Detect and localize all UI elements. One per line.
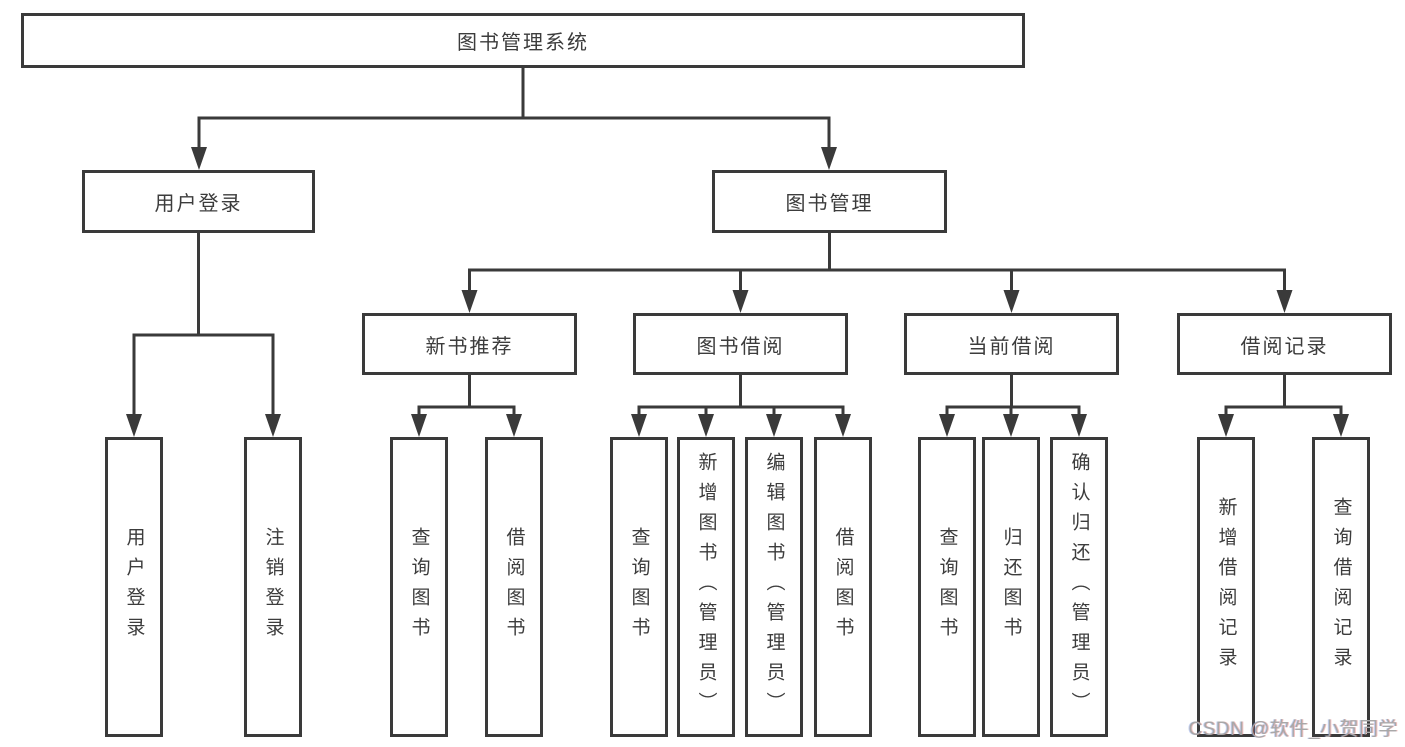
node-book-management: 图书管理 xyxy=(712,170,947,233)
leaf-confirm-return-admin: 确认归还（管理员） xyxy=(1050,437,1108,737)
node-label: 图书借阅 xyxy=(696,335,785,358)
leaf-logout-login: 注销登录 xyxy=(244,437,302,737)
leaf-query-borrow-record: 查询借阅记录 xyxy=(1312,437,1370,737)
leaf-query-books-recommend: 查询图书 xyxy=(390,437,448,737)
node-new-book-recommendation: 新书推荐 xyxy=(362,313,577,375)
node-label: 查询图书 xyxy=(628,527,650,647)
leaf-query-books-borrowing: 查询图书 xyxy=(610,437,668,737)
node-label: 用户登录 xyxy=(123,527,145,647)
node-label: 查询图书 xyxy=(408,527,430,647)
tree-connector-path xyxy=(132,68,1343,418)
leaf-query-books-current: 查询图书 xyxy=(918,437,976,737)
leaf-add-books-admin: 新增图书（管理员） xyxy=(677,437,735,737)
node-label: 用户登录 xyxy=(154,193,243,215)
node-label: 借阅图书 xyxy=(832,527,854,647)
node-label: 图书管理系统 xyxy=(457,32,589,54)
leaf-edit-books-admin: 编辑图书（管理员） xyxy=(745,437,803,737)
node-label: 当前借阅 xyxy=(967,335,1056,358)
node-label: 新增图书（管理员） xyxy=(695,452,717,722)
leaf-borrow-books-borrowing: 借阅图书 xyxy=(814,437,872,737)
arrowheads xyxy=(126,147,1349,437)
node-current-borrowing: 当前借阅 xyxy=(904,313,1119,375)
node-borrowing-records: 借阅记录 xyxy=(1177,313,1392,375)
node-label: 查询图书 xyxy=(936,527,958,647)
node-label: 注销登录 xyxy=(262,527,284,647)
node-label: 新增借阅记录 xyxy=(1215,497,1237,677)
node-label: 编辑图书（管理员） xyxy=(763,452,785,722)
leaf-user-login: 用户登录 xyxy=(105,437,163,737)
node-label: 借阅图书 xyxy=(503,527,525,647)
leaf-add-borrow-record: 新增借阅记录 xyxy=(1197,437,1255,737)
node-library-management-system: 图书管理系统 xyxy=(21,13,1025,68)
node-label: 新书推荐 xyxy=(425,335,514,358)
csdn-watermark: CSDN @软件_小贺同学 xyxy=(1188,719,1398,740)
node-label: 借阅记录 xyxy=(1240,335,1329,358)
node-book-borrowing: 图书借阅 xyxy=(633,313,848,375)
node-label: 确认归还（管理员） xyxy=(1068,452,1090,722)
leaf-borrow-books-recommend: 借阅图书 xyxy=(485,437,543,737)
leaf-return-books: 归还图书 xyxy=(982,437,1040,737)
node-label: 图书管理 xyxy=(785,193,874,215)
node-label: 归还图书 xyxy=(1000,527,1022,647)
node-user-login: 用户登录 xyxy=(82,170,315,233)
node-label: 查询借阅记录 xyxy=(1330,497,1352,677)
